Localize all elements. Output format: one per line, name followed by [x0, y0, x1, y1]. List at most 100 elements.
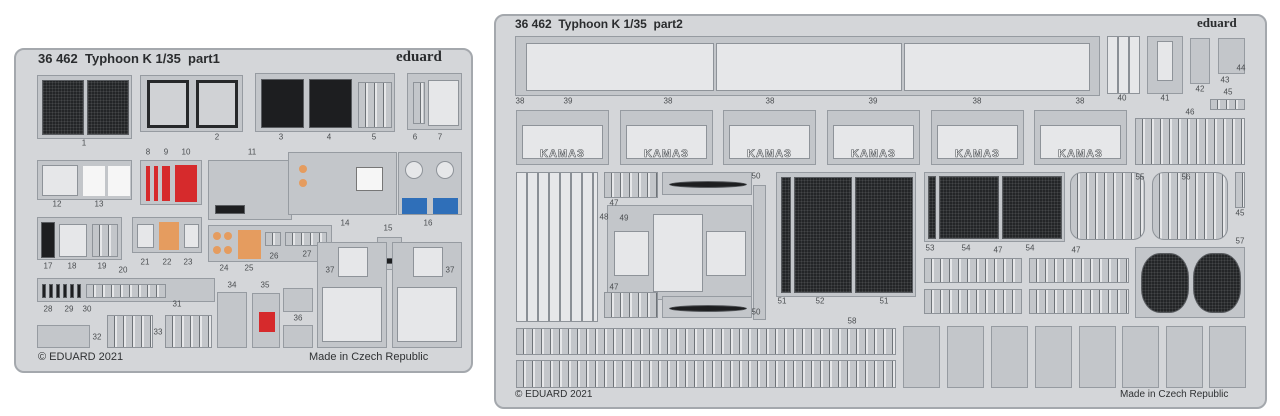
- part1-part-number-label: 1: [81, 138, 87, 148]
- part2-part-number-label: 44: [1236, 63, 1246, 73]
- part-5: [358, 82, 392, 128]
- part-57-grille-b: [1193, 253, 1241, 313]
- part2-part-number-label: 58: [847, 316, 857, 326]
- part2-part-number-label: 41: [1160, 93, 1170, 103]
- part-9a: [154, 166, 158, 201]
- part2-part-number-label: 39: [868, 96, 878, 106]
- kama-logo: KAMAЗ: [644, 148, 689, 161]
- part-47-grid-a: [924, 258, 1022, 283]
- part-47-grid-b: [1029, 258, 1129, 283]
- part-49: [607, 205, 752, 300]
- part-36-b: [283, 325, 313, 348]
- part-35-red: [259, 312, 275, 332]
- part1-part-number-label: 7: [437, 132, 443, 142]
- part1-part-number-label: 22: [162, 257, 172, 267]
- part-36-a: [283, 288, 313, 312]
- part-50-bottom: [662, 296, 752, 318]
- part1-part-number-label: 17: [43, 261, 53, 271]
- part-10: [175, 165, 197, 202]
- part1-part-number-label: 35: [260, 280, 270, 290]
- part1-copyright: © EDUARD 2021: [38, 351, 124, 363]
- part1-part-number-label: 31: [172, 299, 182, 309]
- part-41-inner: [1157, 41, 1173, 81]
- part2-part-number-label: 54: [1025, 243, 1035, 253]
- panel-face: [729, 125, 810, 159]
- part-49-strip: [753, 185, 766, 320]
- part-39-panel-3: KAMAЗ: [723, 110, 816, 165]
- part2-part-number-label: 38: [663, 96, 673, 106]
- rail-section-a: [526, 43, 714, 91]
- part2-part-number-label: 47: [1071, 245, 1081, 255]
- part2-part-number-label: 53: [925, 243, 935, 253]
- part-32: [37, 325, 90, 348]
- part1-part-number-label: 30: [82, 304, 92, 314]
- part1-part-number-label: 20: [118, 265, 128, 275]
- part-12: [42, 165, 78, 196]
- part1-part-number-label: 10: [181, 147, 191, 157]
- part2-brand-logo: eduard: [1197, 15, 1237, 30]
- part-12-13: [37, 160, 132, 200]
- part-18: [59, 224, 87, 257]
- part2-part-number-label: 38: [1075, 96, 1085, 106]
- part-13-b: [108, 166, 130, 196]
- bracket-8: [1209, 326, 1246, 388]
- part1-part-number-label: 8: [145, 147, 151, 157]
- part2-part-number-label: 50: [751, 171, 761, 181]
- part2-part-number-label: 57: [1235, 236, 1245, 246]
- part-37-left-top: [338, 247, 368, 277]
- part-8: [146, 166, 150, 201]
- part-11-display: [215, 205, 245, 214]
- part1-origin: Made in Czech Republic: [309, 351, 429, 363]
- part-54-b: [1002, 176, 1062, 239]
- part2-part-number-label: 42: [1195, 84, 1205, 94]
- part-16-dial-a: [405, 161, 423, 179]
- bracket-2: [947, 326, 984, 388]
- bracket-6: [1122, 326, 1159, 388]
- part1-part-number-label: 29: [64, 304, 74, 314]
- part-16-blue-b: [433, 198, 458, 214]
- part-2: [140, 75, 243, 132]
- part-2-frame-a: [147, 80, 189, 128]
- part-24a: [213, 232, 221, 240]
- part2-part-number-label: 46: [1185, 107, 1195, 117]
- part-58-strip-b: [516, 360, 896, 388]
- part1-part-number-label: 9: [163, 147, 169, 157]
- part-37-right-body: [397, 287, 457, 342]
- kama-logo: KAMAЗ: [955, 148, 1000, 161]
- part1-part-number-label: 25: [244, 263, 254, 273]
- part2-part-number-label: 47: [609, 282, 619, 292]
- part-58-strip-a: [516, 328, 896, 355]
- part1-part-number-label: 5: [371, 132, 377, 142]
- part-23: [184, 224, 199, 248]
- part-53-54: [924, 172, 1065, 242]
- part2-title: 36 462 Typhoon K 1/35 part2: [515, 17, 683, 31]
- part-39-panel-1: KAMAЗ: [516, 110, 609, 165]
- part-48: [516, 172, 598, 322]
- part-47-bottom: [604, 292, 658, 318]
- part-42: [1190, 38, 1210, 84]
- part1-part-number-label: 28: [43, 304, 53, 314]
- part-47-grid-d: [1029, 289, 1129, 314]
- part-20: [86, 284, 166, 298]
- panel-face: [522, 125, 603, 159]
- part-6: [413, 82, 425, 124]
- bracket-1: [903, 326, 940, 388]
- kama-logo: KAMAЗ: [540, 148, 585, 161]
- part-41: [1147, 36, 1183, 94]
- part-38-rail: [515, 36, 1100, 96]
- part1-part-number-label: 18: [67, 261, 77, 271]
- panel-face: [626, 125, 707, 159]
- part-50-oval: [669, 181, 747, 188]
- part1-part-number-label: 12: [52, 199, 62, 209]
- part-39-panel-4: KAMAЗ: [827, 110, 920, 165]
- part-21-23: [132, 217, 202, 253]
- part-30: [70, 284, 74, 298]
- part1-part-number-label: 16: [423, 218, 433, 228]
- part-27: [285, 232, 327, 246]
- part2-part-number-label: 38: [972, 96, 982, 106]
- part-49-right: [706, 231, 746, 276]
- part1-part-number-label: 4: [326, 132, 332, 142]
- part2-part-number-label: 48: [599, 212, 609, 222]
- part1-part-number-label: 33: [153, 327, 163, 337]
- part1-part-number-label: 6: [412, 132, 418, 142]
